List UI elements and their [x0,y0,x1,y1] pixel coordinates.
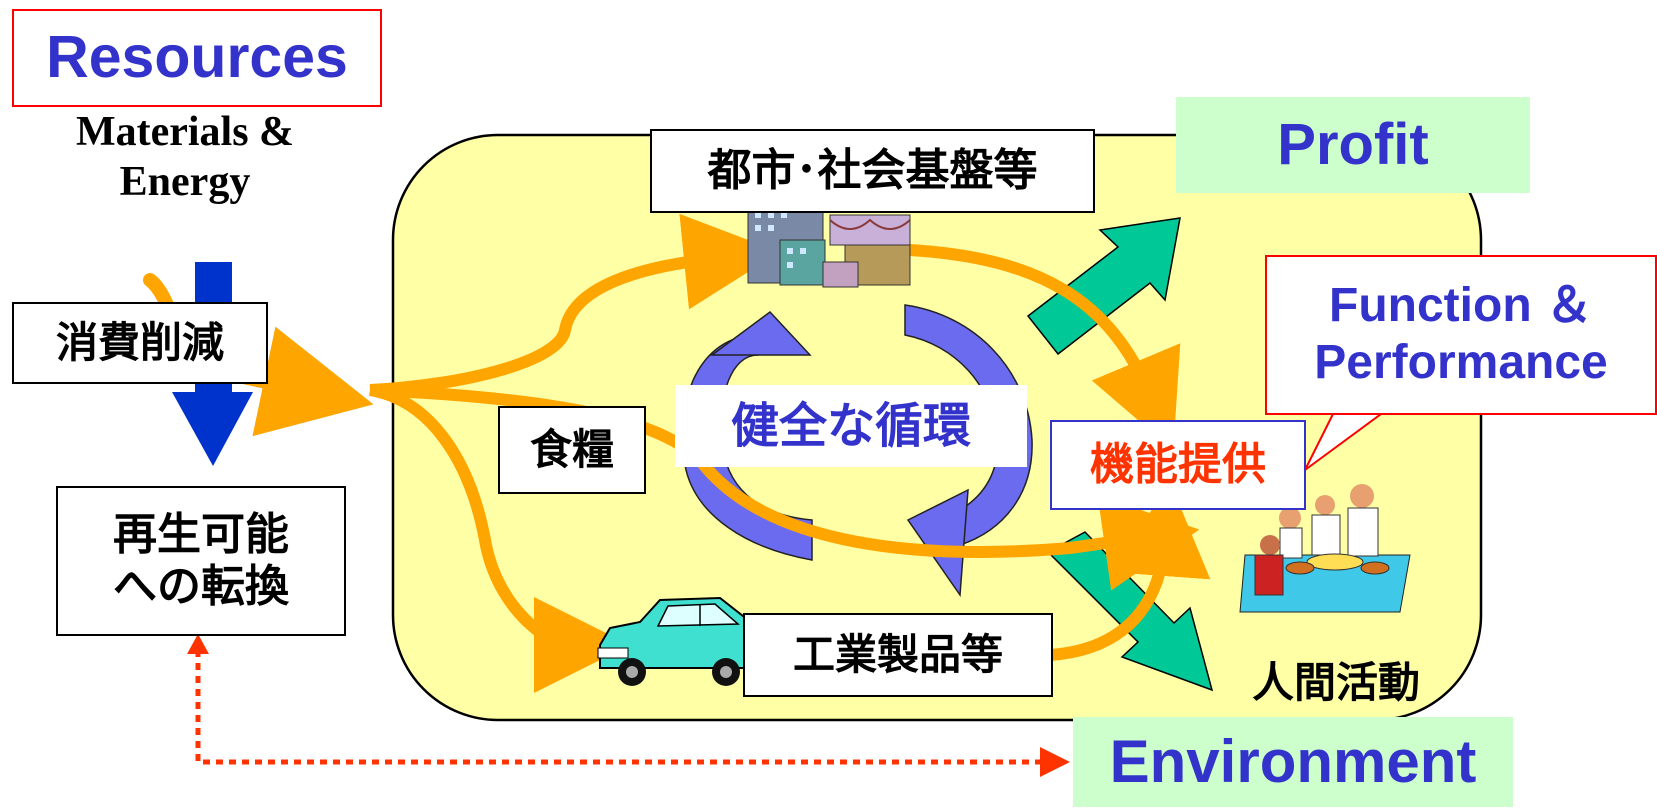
environment-label: Environment [1073,717,1513,807]
orange-flow-to-infrastructure [369,213,780,396]
car-icon [597,596,761,686]
materials-energy-label: Materials & Energy [75,109,295,205]
healthy-cycle-label: 健全な循環 [675,385,1027,467]
human-activity-label: 人間活動 [1251,658,1420,708]
function-provision-box: 機能提供 [1050,420,1306,510]
orange-flow-to-products [368,384,630,693]
dotted-feedback-arrow [195,650,1070,777]
people-eating-icon [1239,484,1411,613]
profit-label: Profit [1176,97,1530,193]
orange-flow-infra-to-function [909,244,1181,451]
renewable-transition-box: 再生可能 への転換 [56,486,346,636]
city-buildings-icon [747,204,911,288]
cycle-arrowhead-left [709,310,812,356]
consumption-reduction-box: 消費削減 [12,302,268,384]
food-box: 食糧 [498,406,646,494]
infrastructure-box: 都市･社会基盤等 [650,129,1095,213]
function-performance-callout: Function ＆ Performance [1265,255,1657,415]
cycle-arrowhead-right [906,488,969,598]
dotted-arrow-head-up [187,634,209,654]
resources-title: Resources [12,9,382,107]
profit-green-arrow [1026,217,1181,356]
orange-flow-products-to-function [1049,480,1211,661]
industrial-products-box: 工業製品等 [743,613,1053,697]
